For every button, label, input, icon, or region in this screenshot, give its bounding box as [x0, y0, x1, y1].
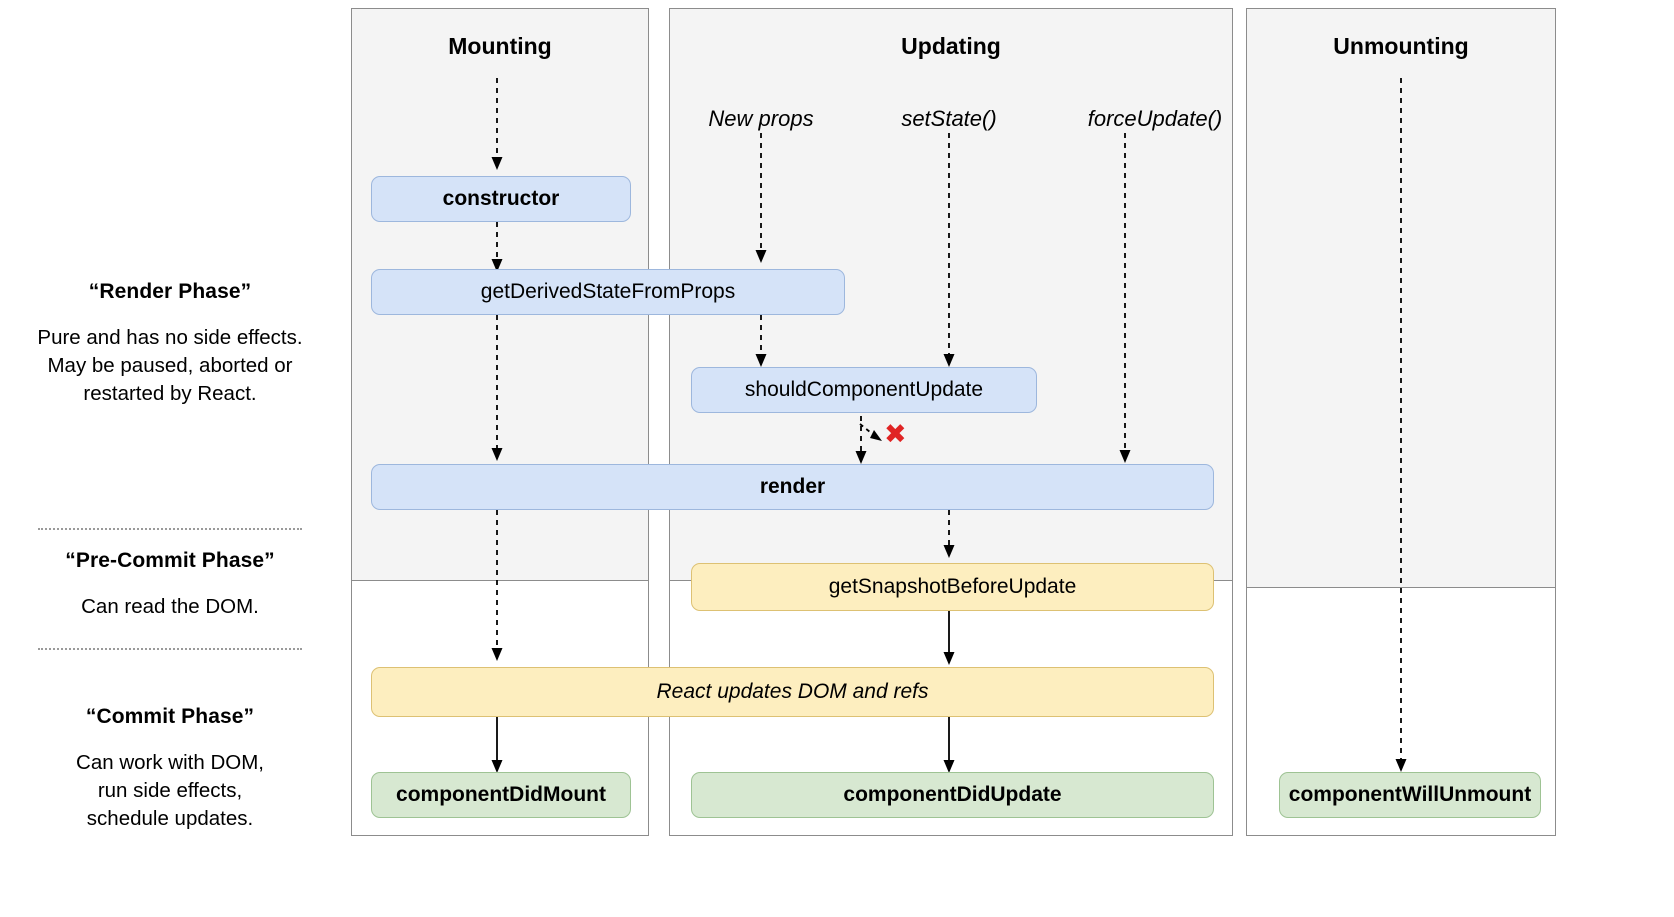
arrow-constructor-to-gdsfp: [485, 222, 515, 276]
node-react-updates-dom-and-refs[interactable]: React updates DOM and refs: [371, 667, 1214, 717]
arrow-force-update-to-render: [1113, 133, 1143, 467]
phase-pre-commit: “Pre-Commit Phase” Can read the DOM.: [0, 547, 340, 621]
node-component-did-mount[interactable]: componentDidMount: [371, 772, 631, 818]
node-should-component-update[interactable]: shouldComponentUpdate: [691, 367, 1037, 413]
arrow-mounting-start-to-constructor: [485, 78, 515, 174]
phase-commit-title: “Commit Phase”: [85, 705, 255, 728]
arrow-react-updates-to-did-mount: [485, 717, 515, 775]
arrow-gdsfp-to-render: [485, 315, 515, 465]
phase-render-line-2: May be paused, aborted or: [47, 354, 293, 378]
phase-commit-line-2: run side effects,: [97, 779, 243, 803]
arrow-unmounting-to-will-unmount: [1389, 78, 1419, 776]
trigger-new-props: New props: [708, 106, 814, 131]
node-get-derived-state-from-props[interactable]: getDerivedStateFromProps: [371, 269, 845, 315]
phase-pre-commit-title: “Pre-Commit Phase”: [65, 549, 275, 572]
phase-divider-top: [38, 528, 302, 530]
node-get-snapshot-before-update[interactable]: getSnapshotBeforeUpdate: [691, 563, 1214, 611]
arrow-gdsfp-to-scu: [749, 315, 779, 371]
column-title-updating: Updating: [901, 33, 1001, 59]
phase-render: “Render Phase” Pure and has no side effe…: [0, 278, 340, 407]
phase-pre-commit-line-1: Can read the DOM.: [81, 595, 259, 619]
trigger-set-state: setState(): [901, 106, 997, 131]
arrow-react-updates-to-did-update: [937, 717, 967, 775]
phase-commit-line-1: Can work with DOM,: [76, 751, 264, 775]
arrow-scu-to-render: [849, 412, 909, 472]
column-title-mounting: Mounting: [448, 33, 552, 59]
trigger-force-update: forceUpdate(): [1087, 106, 1223, 131]
skip-render-x-icon: ✖: [884, 419, 907, 450]
arrow-new-props-to-gdsfp: [749, 133, 779, 267]
column-title-unmounting: Unmounting: [1333, 33, 1469, 59]
phase-render-title: “Render Phase”: [88, 280, 252, 303]
node-constructor[interactable]: constructor: [371, 176, 631, 222]
node-render[interactable]: render: [371, 464, 1214, 510]
arrow-render-to-snapshot: [937, 510, 967, 562]
phase-render-line-1: Pure and has no side effects.: [37, 326, 303, 350]
phase-render-line-3: restarted by React.: [83, 381, 257, 405]
phase-divider-bottom: [38, 648, 302, 650]
node-component-did-update[interactable]: componentDidUpdate: [691, 772, 1214, 818]
arrow-set-state-to-scu: [937, 133, 967, 371]
phase-commit-line-3: schedule updates.: [86, 806, 254, 830]
phase-commit: “Commit Phase” Can work with DOM, run si…: [0, 703, 340, 832]
node-component-will-unmount[interactable]: componentWillUnmount: [1279, 772, 1541, 818]
arrow-snapshot-to-react-updates: [937, 611, 967, 667]
arrow-render-to-react-updates-mounting: [485, 510, 515, 665]
